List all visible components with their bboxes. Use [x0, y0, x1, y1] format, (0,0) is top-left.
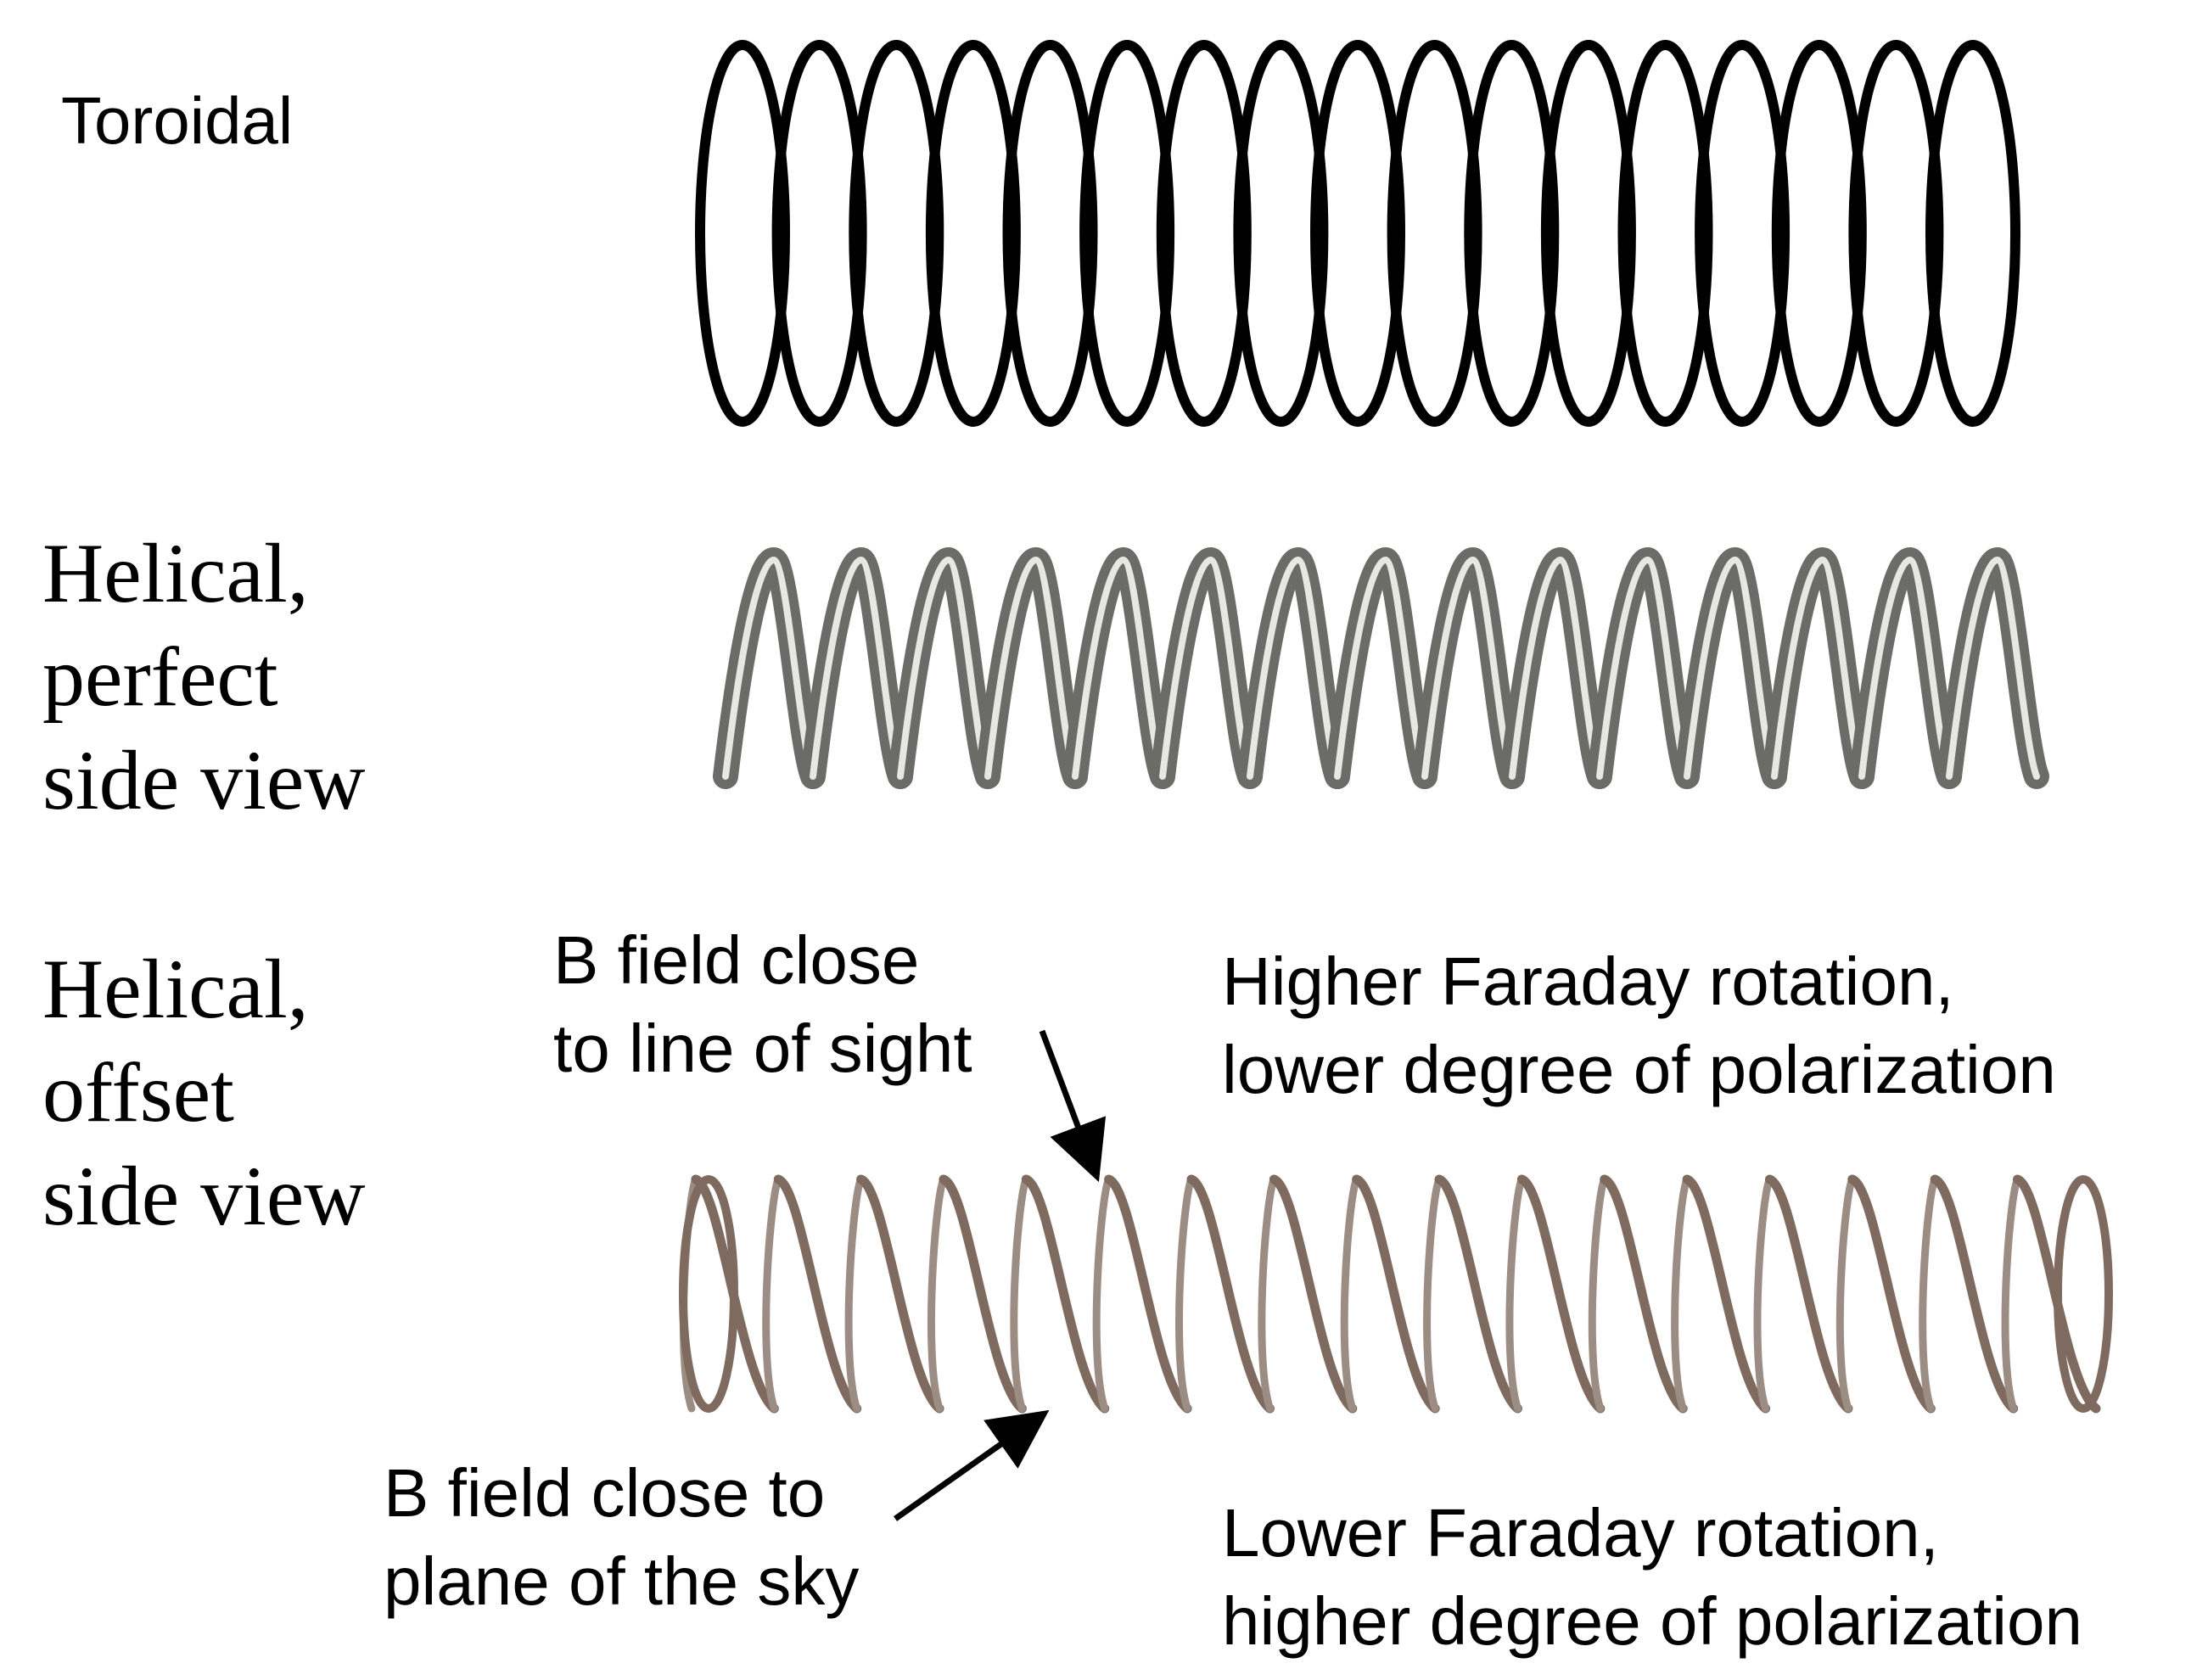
- helical-offset-coil-front: [856, 1174, 944, 1414]
- helical-perfect-coil-highlight: [1596, 556, 1690, 780]
- helical-offset-coil-back: [1919, 1175, 1939, 1413]
- helical-perfect-label: Helical, perfect side view: [42, 526, 366, 827]
- helical-offset-coil-front: [1434, 1174, 1523, 1414]
- toroidal-ring: [1002, 40, 1098, 427]
- helical-offset-label: Helical, offset side view: [42, 942, 366, 1243]
- helical-perfect-coil-highlight: [897, 556, 991, 780]
- helical-offset-coil-front: [1186, 1174, 1275, 1414]
- toroidal-ring: [1617, 40, 1713, 427]
- helical-offset-coil-back: [1092, 1175, 1113, 1413]
- helical-offset-coil-back: [2001, 1175, 2022, 1413]
- toroidal-ring: [1079, 40, 1175, 427]
- helical-offset-end-loop: [679, 1175, 738, 1413]
- helical-offset-end-loop: [2054, 1175, 2113, 1413]
- helical-perfect-coil-highlight: [1421, 556, 1516, 780]
- toroidal-ring: [1540, 40, 1636, 427]
- helical-offset-coil-front: [1930, 1174, 2019, 1414]
- helical-offset-coil-back: [762, 1175, 782, 1413]
- toroidal-label: Toroidal: [61, 83, 294, 158]
- toroidal-ring: [1156, 40, 1252, 427]
- helical-offset-coil-back: [927, 1175, 948, 1413]
- helical-perfect-coil-highlight: [1858, 556, 1953, 780]
- helical-offset-coil-front: [1764, 1174, 1853, 1414]
- helical-offset-coil-back: [1340, 1175, 1361, 1413]
- helical-perfect-coil-highlight: [1684, 556, 1778, 780]
- helical-perfect-coil-highlight: [810, 556, 904, 780]
- helical-offset-coil-front: [939, 1174, 1027, 1414]
- helical-offset-coil-back: [1175, 1175, 1196, 1413]
- helical-offset-coil-front: [1352, 1174, 1440, 1414]
- higher-faraday-annotation: Higher Faraday rotation, lower degree of…: [1222, 944, 2056, 1107]
- toroidal-rings: [695, 40, 2020, 427]
- helical-perfect-coil-highlight: [1072, 556, 1166, 780]
- helical-perfect-spring: [713, 546, 2049, 789]
- helical-offset-coil-back: [1505, 1175, 1526, 1413]
- toroidal-ring: [1848, 40, 1944, 427]
- helical-offset-coil-back: [1753, 1175, 1774, 1413]
- helical-offset-coil-back: [1010, 1175, 1030, 1413]
- helical-offset-coil-back: [844, 1175, 866, 1413]
- plane-of-sky-arrow: [893, 1409, 1050, 1521]
- toroidal-ring: [1387, 40, 1482, 427]
- lower-faraday-annotation: Lower Faraday rotation, higher degree of…: [1222, 1495, 2083, 1659]
- helical-offset-coil-back: [1671, 1175, 1691, 1413]
- helical-perfect-coil-highlight: [1334, 556, 1428, 780]
- helical-perfect-coil-highlight: [984, 556, 1079, 780]
- helical-offset-coil-front: [773, 1174, 862, 1414]
- helical-perfect-coil-highlight: [1159, 556, 1253, 780]
- line-of-sight-arrow: [1039, 1029, 1107, 1183]
- toroidal-ring: [1695, 40, 1790, 427]
- toroidal-ring: [1233, 40, 1329, 427]
- helical-offset-coil-front: [1682, 1174, 1771, 1414]
- helical-perfect-coil-highlight: [1247, 556, 1341, 780]
- toroidal-ring: [1925, 40, 2020, 427]
- helical-offset-coil-front: [1269, 1174, 1358, 1414]
- helical-offset-coil-front: [1516, 1174, 1606, 1414]
- helical-offset-coil-front: [1104, 1174, 1192, 1414]
- helical-perfect-coil-highlight: [1946, 556, 2040, 780]
- toroidal-ring: [695, 40, 790, 427]
- helical-perfect-coil-highlight: [1509, 556, 1603, 780]
- toroidal-ring: [925, 40, 1021, 427]
- toroidal-ring: [1771, 40, 1867, 427]
- b-field-plane-of-sky-annotation: B field close to plane of the sky: [384, 1455, 860, 1619]
- toroidal-ring: [771, 40, 867, 427]
- helical-offset-coil-back: [1588, 1175, 1609, 1413]
- toroidal-ring: [1310, 40, 1405, 427]
- helical-offset-spring: [679, 1174, 2113, 1414]
- helical-offset-coil-back: [1258, 1175, 1278, 1413]
- helical-offset-coil-front: [1847, 1174, 1936, 1414]
- helical-perfect-coil-highlight: [1771, 556, 1865, 780]
- helical-perfect-coil-highlight: [722, 556, 816, 780]
- helical-offset-coil-back: [1423, 1175, 1443, 1413]
- b-field-line-of-sight-annotation: B field close to line of sight: [553, 922, 972, 1086]
- helical-offset-coil-front: [1600, 1174, 1688, 1414]
- helical-offset-coil-front: [1021, 1174, 1110, 1414]
- toroidal-ring: [849, 40, 944, 427]
- helical-offset-coil-back: [1835, 1175, 1857, 1413]
- toroidal-ring: [1464, 40, 1560, 427]
